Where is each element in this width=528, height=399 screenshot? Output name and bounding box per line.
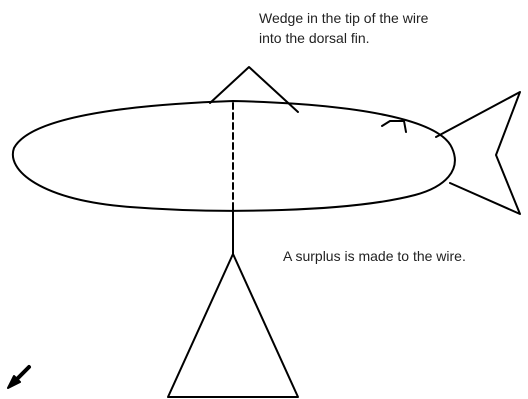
dorsal-note-line2: into the dorsal fin. — [259, 30, 370, 46]
surplus-annotation: A surplus is made to the wire. — [283, 248, 466, 264]
weight-triangle — [167, 253, 299, 398]
dorsal-fin — [209, 66, 299, 113]
arrow-cursor-icon — [7, 365, 31, 389]
fish-body — [11, 100, 456, 212]
tail-fin — [435, 91, 521, 215]
dorsal-note-line1: Wedge in the tip of the wire — [259, 10, 429, 26]
dorsal-fin-annotation: Wedge in the tip of the wire into the do… — [259, 8, 428, 48]
small-fin — [381, 120, 407, 133]
